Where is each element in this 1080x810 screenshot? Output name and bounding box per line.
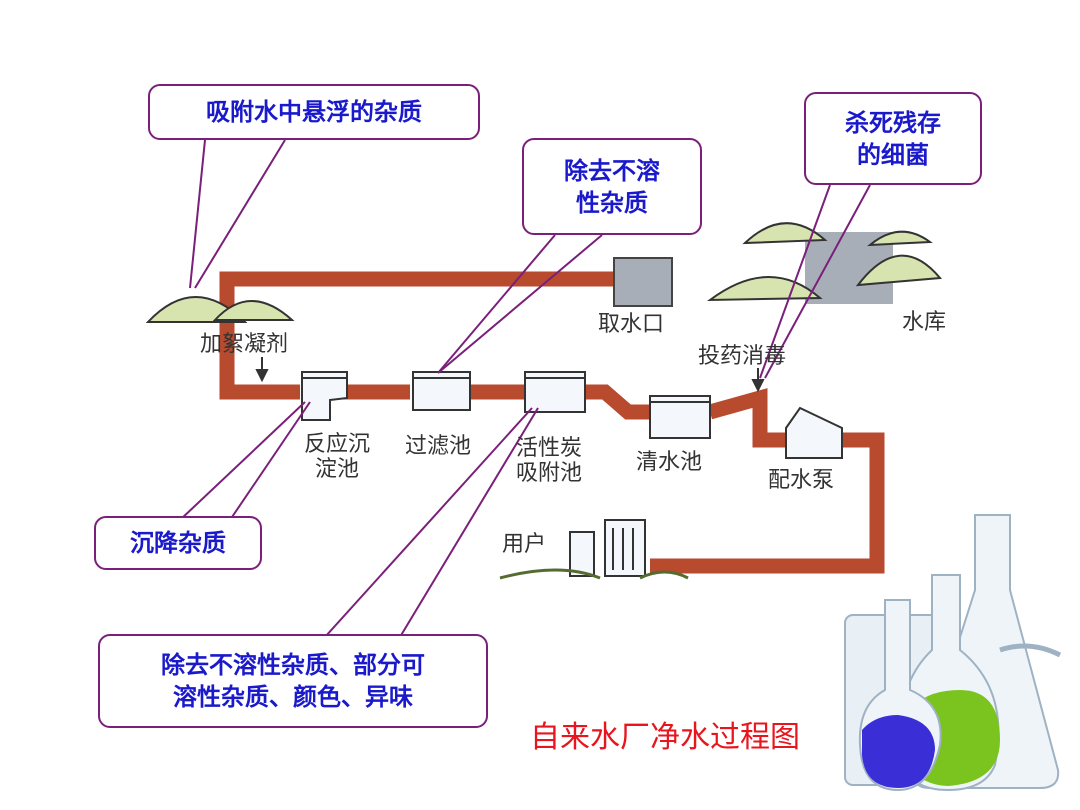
callout-carbon-line2: 溶性杂质、颜色、异味: [173, 683, 413, 711]
label-user: 用户: [502, 532, 547, 557]
user-buildings: [569, 519, 646, 577]
label-carbon-line1: 活性炭: [516, 436, 583, 461]
user-shrubs: [499, 568, 689, 580]
dosing-arrow: [751, 368, 765, 393]
callout-carbon-line1: 除去不溶性杂质、部分可: [161, 651, 425, 679]
filter-tank: [412, 371, 471, 411]
callout-adsorb: 吸附水中悬浮的杂质: [148, 84, 480, 140]
label-coagulant: 加絮凝剂: [200, 332, 289, 357]
lab-glassware-image: [844, 514, 1062, 792]
label-filter-tank: 过滤池: [405, 434, 472, 459]
callout-adsorb-text: 吸附水中悬浮的杂质: [206, 98, 422, 126]
intake-box: [613, 257, 673, 307]
callout-disinfect-line2: 的细菌: [857, 140, 929, 169]
callout-filter-line2: 性杂质: [576, 188, 648, 217]
callout-filter-line1: 除去不溶: [564, 156, 660, 185]
label-carbon: 活性炭 吸附池: [516, 436, 582, 486]
clear-water-tank: [649, 395, 711, 439]
callout-settle-text: 沉降杂质: [130, 529, 226, 557]
coagulant-arrow: [255, 357, 269, 383]
callout-disinfect: 杀死残存 的细菌: [804, 92, 982, 185]
label-dosing: 投药消毒: [698, 344, 787, 369]
pump-house: [785, 406, 843, 459]
label-sediment-line1: 反应沉: [304, 432, 371, 457]
label-sediment: 反应沉 淀池: [304, 432, 370, 482]
diagram-title: 自来水厂净水过程图: [530, 720, 800, 755]
label-pump: 配水泵: [768, 468, 835, 493]
coagulant-hills: [145, 296, 295, 323]
label-carbon-line2: 吸附池: [516, 461, 583, 486]
pipeline: [219, 271, 885, 574]
label-intake: 取水口: [598, 312, 665, 337]
label-reservoir: 水库: [902, 310, 947, 335]
reservoir-hills: [706, 222, 942, 302]
sediment-tank: [301, 371, 348, 421]
callout-settle: 沉降杂质: [94, 516, 262, 570]
label-clear-tank: 清水池: [636, 450, 703, 475]
label-sediment-line2: 淀池: [315, 457, 360, 482]
callout-carbon: 除去不溶性杂质、部分可 溶性杂质、颜色、异味: [98, 634, 488, 728]
callout-disinfect-line1: 杀死残存: [845, 108, 941, 137]
carbon-tank: [524, 371, 586, 413]
callout-filter: 除去不溶 性杂质: [522, 138, 702, 235]
callout-pointers: [179, 139, 871, 638]
